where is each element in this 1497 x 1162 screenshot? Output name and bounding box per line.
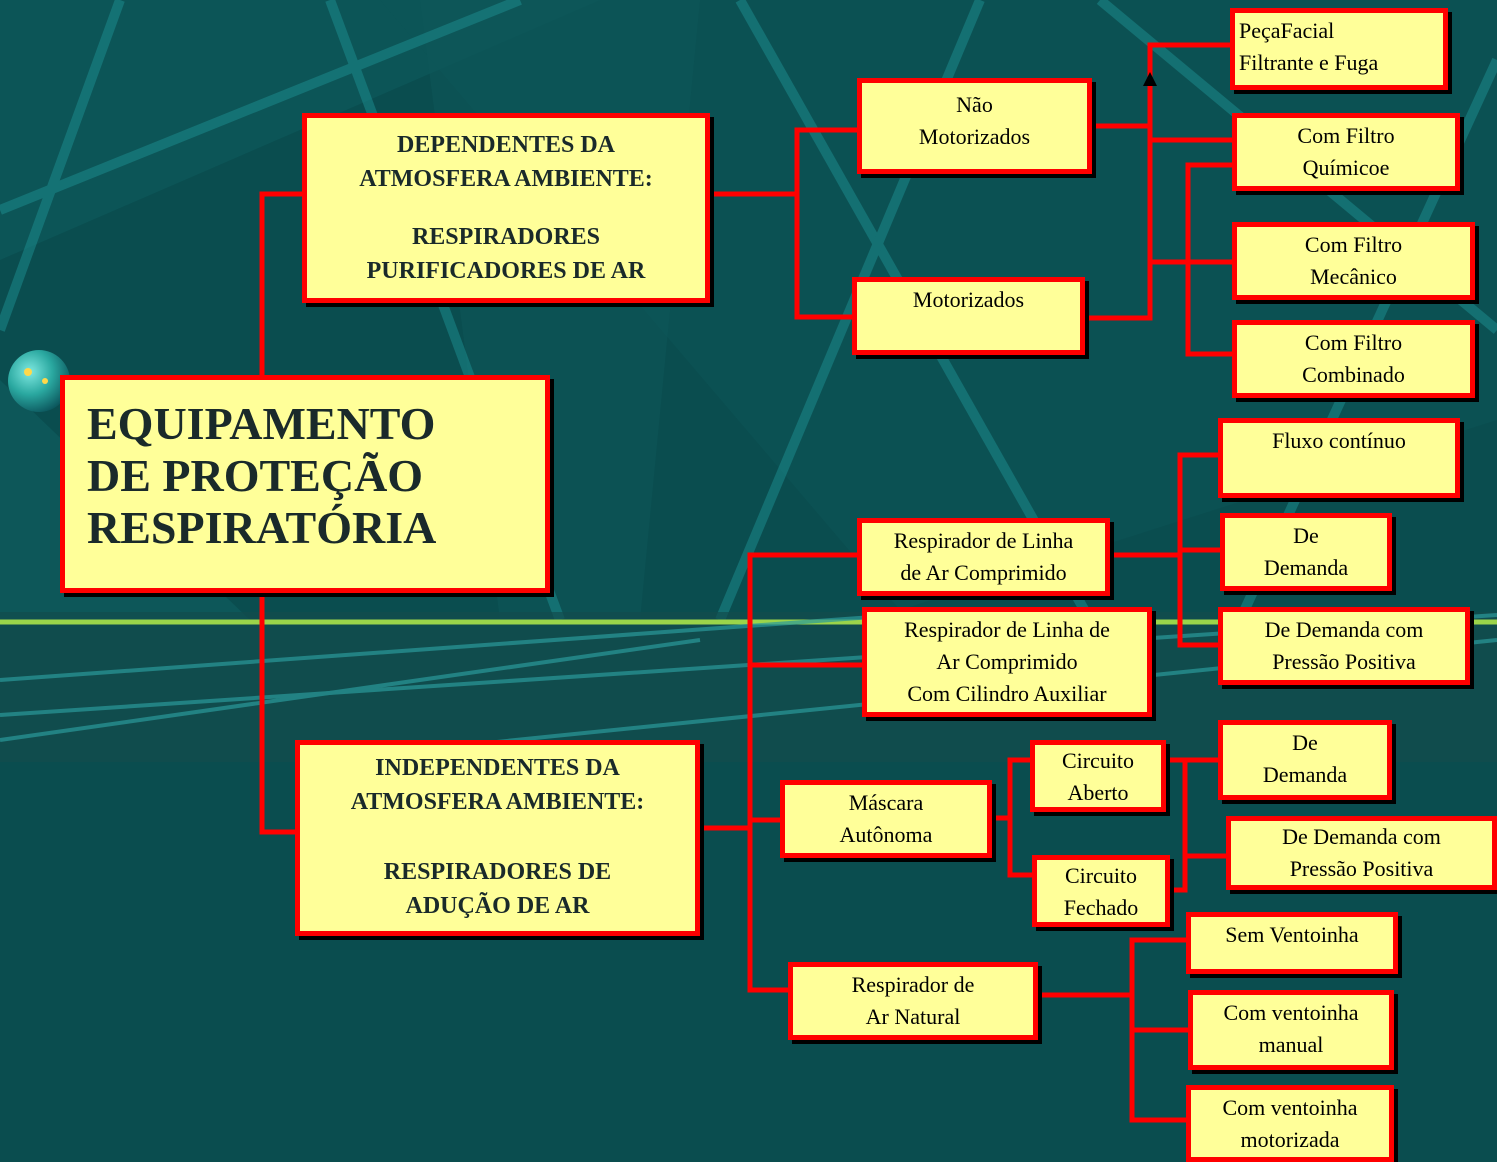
- ventoinha-motorizada-box: Com ventoinha motorizada: [1186, 1085, 1394, 1162]
- main-title-line-1: EQUIPAMENTO: [87, 398, 436, 449]
- de-demanda-1-line-1: De: [1293, 523, 1319, 548]
- linha-ar-cilindro-line-3: Com Cilindro Auxiliar: [907, 681, 1107, 706]
- peca-facial-box: PeçaFacial Filtrante e Fuga: [1230, 8, 1448, 90]
- de-demanda-1-box: De Demanda: [1220, 513, 1392, 591]
- linha-ar-cilindro-line-2: Ar Comprimido: [936, 649, 1078, 674]
- mascara-autonoma-box: Máscara Autônoma: [780, 780, 992, 858]
- mascara-autonoma-line-1: Máscara: [848, 790, 924, 815]
- main-title-box: EQUIPAMENTO DE PROTEÇÃO RESPIRATÓRIA: [60, 375, 550, 593]
- linha-ar-line-1: Respirador de Linha: [893, 528, 1074, 553]
- de-demanda-1-line-2: Demanda: [1263, 555, 1349, 580]
- peca-facial-line-2: Filtrante e Fuga: [1239, 50, 1379, 75]
- demanda-pressao-1-line-2: Pressão Positiva: [1272, 649, 1416, 674]
- main-title-line-2: DE PROTEÇÃO: [87, 450, 424, 501]
- filtro-mecanico-box: Com Filtro Mecânico: [1232, 222, 1475, 300]
- de-demanda-2-line-1: De: [1292, 730, 1318, 755]
- nao-motorizados-line-1: Não: [956, 92, 993, 117]
- filtro-combinado-line-1: Com Filtro: [1304, 330, 1403, 355]
- independentes-box: INDEPENDENTES DA ATMOSFERA AMBIENTE: RES…: [295, 740, 700, 936]
- ventoinha-manual-line-1: Com ventoinha: [1223, 1000, 1359, 1025]
- filtro-mecanico-line-1: Com Filtro: [1304, 232, 1403, 257]
- dependentes-line-4: RESPIRADORES: [411, 224, 601, 250]
- circuito-aberto-line-1: Circuito: [1061, 748, 1135, 773]
- filtro-combinado-box: Com Filtro Combinado: [1232, 320, 1475, 398]
- ventoinha-motorizada-line-1: Com ventoinha: [1222, 1095, 1358, 1120]
- sem-ventoinha-box: Sem Ventoinha: [1186, 912, 1398, 974]
- demanda-pressao-1-line-1: De Demanda com: [1264, 617, 1424, 642]
- filtro-quimico-box: Com Filtro Químicoe: [1232, 113, 1460, 191]
- fluxo-continuo-box: Fluxo contínuo: [1218, 418, 1460, 498]
- linha-ar-cilindro-line-1: Respirador de Linha de: [904, 617, 1110, 642]
- dependentes-box: DEPENDENTES DA ATMOSFERA AMBIENTE: RESPI…: [302, 113, 710, 303]
- circuito-fechado-box: Circuito Fechado: [1032, 855, 1170, 927]
- ar-natural-box: Respirador de Ar Natural: [788, 962, 1038, 1040]
- demanda-pressao-2-box: De Demanda com Pressão Positiva: [1226, 816, 1497, 890]
- peca-facial-line-1: PeçaFacial: [1239, 18, 1335, 43]
- sem-ventoinha-line-1: Sem Ventoinha: [1225, 922, 1359, 947]
- independentes-line-4: RESPIRADORES DE: [383, 859, 612, 885]
- motorizados-box: Motorizados: [852, 277, 1085, 355]
- globe-icon: [8, 350, 70, 412]
- independentes-line-3: [300, 819, 695, 855]
- circuito-aberto-box: Circuito Aberto: [1030, 740, 1166, 812]
- fluxo-continuo-line-1: Fluxo contínuo: [1272, 428, 1406, 453]
- main-title-line-3: RESPIRATÓRIA: [87, 502, 437, 553]
- ventoinha-manual-box: Com ventoinha manual: [1188, 990, 1394, 1070]
- circuito-aberto-line-2: Aberto: [1067, 780, 1129, 805]
- dependentes-line-1: DEPENDENTES DA: [396, 132, 616, 158]
- circuito-fechado-line-1: Circuito: [1064, 863, 1138, 888]
- filtro-quimico-line-1: Com Filtro: [1297, 123, 1395, 148]
- demanda-pressao-2-line-1: De Demanda com: [1282, 824, 1441, 849]
- ar-natural-line-1: Respirador de: [851, 972, 975, 997]
- nao-motorizados-box: Não Motorizados: [857, 78, 1092, 174]
- de-demanda-2-box: De Demanda: [1218, 720, 1392, 800]
- independentes-line-2: ATMOSFERA AMBIENTE:: [350, 789, 645, 815]
- filtro-mecanico-line-2: Mecânico: [1310, 264, 1397, 289]
- motorizados-line-1: Motorizados: [912, 287, 1025, 312]
- filtro-quimico-line-2: Químicoe: [1302, 155, 1390, 180]
- circuito-fechado-line-2: Fechado: [1063, 895, 1139, 920]
- ventoinha-motorizada-line-2: motorizada: [1240, 1127, 1340, 1152]
- filtro-combinado-line-2: Combinado: [1302, 362, 1405, 387]
- demanda-pressao-2-line-2: Pressão Positiva: [1289, 856, 1434, 881]
- nao-motorizados-line-2: Motorizados: [918, 124, 1031, 149]
- dependentes-line-2: ATMOSFERA AMBIENTE:: [359, 166, 653, 192]
- dependentes-line-3: [307, 196, 705, 220]
- independentes-line-1: INDEPENDENTES DA: [375, 755, 620, 781]
- demanda-pressao-1-box: De Demanda com Pressão Positiva: [1218, 607, 1470, 685]
- linha-ar-cilindro-box: Respirador de Linha de Ar Comprimido Com…: [862, 607, 1152, 717]
- dependentes-line-5: PURIFICADORES DE AR: [366, 258, 646, 284]
- ventoinha-manual-line-2: manual: [1258, 1032, 1324, 1057]
- linha-ar-line-2: de Ar Comprimido: [900, 560, 1067, 585]
- linha-ar-box: Respirador de Linha de Ar Comprimido: [857, 518, 1110, 596]
- mascara-autonoma-line-2: Autônoma: [839, 822, 933, 847]
- de-demanda-2-line-2: Demanda: [1262, 762, 1348, 787]
- ar-natural-line-2: Ar Natural: [865, 1004, 961, 1029]
- independentes-line-5: ADUÇÃO DE AR: [405, 893, 590, 919]
